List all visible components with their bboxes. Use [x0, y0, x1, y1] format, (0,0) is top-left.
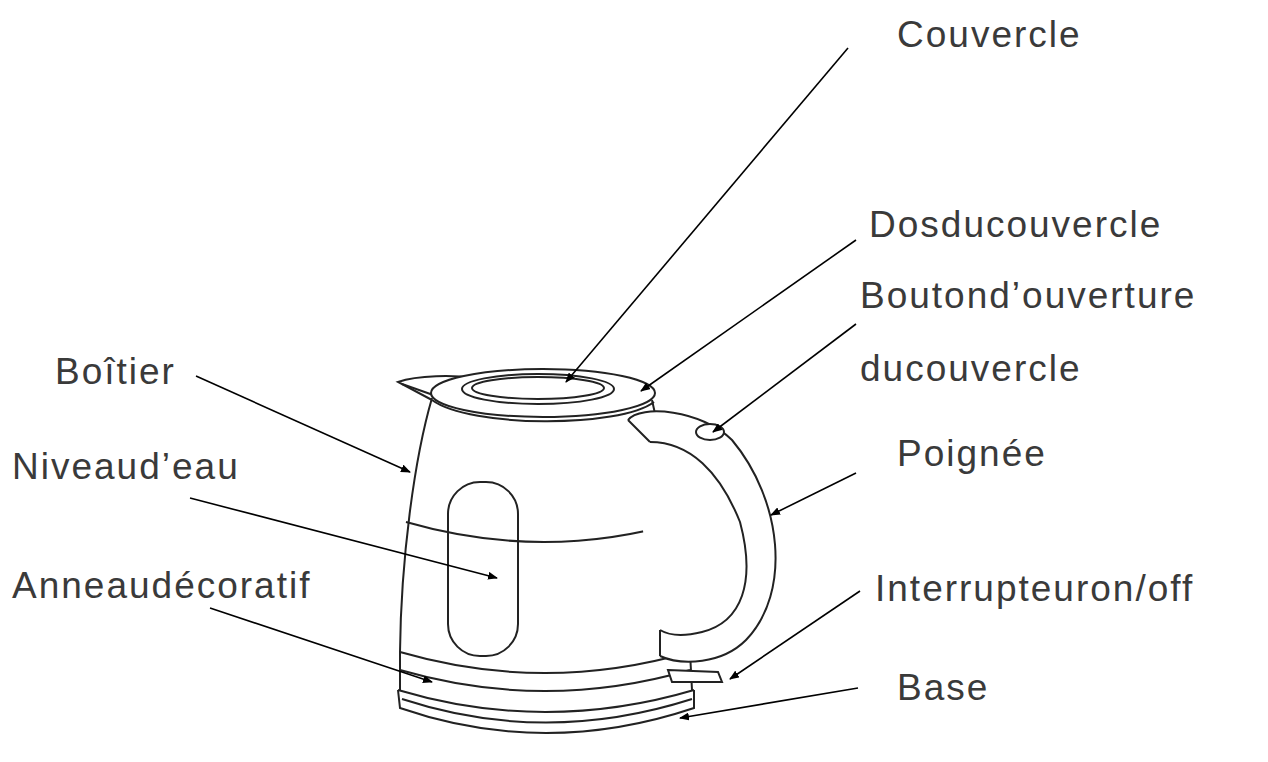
part-label: Couvercle [897, 0, 1082, 71]
water-window [448, 482, 518, 656]
leader-line [680, 688, 858, 718]
part-label: Anneaudécoratif [12, 550, 311, 622]
leader-line [771, 473, 856, 515]
base-top [398, 690, 694, 712]
lid-top [462, 374, 614, 404]
kettle-drawing [398, 369, 776, 733]
part-label: Niveaud’eau [12, 431, 240, 503]
leader-line [566, 48, 848, 382]
leader-line [641, 240, 856, 391]
handle-joins [628, 420, 660, 656]
lid-inner [472, 377, 604, 399]
lid-edge [432, 400, 654, 421]
part-label: Interrupteuron/off [875, 553, 1194, 625]
base-outline [398, 690, 694, 733]
handle-inner [650, 442, 746, 635]
ring-top [400, 652, 690, 673]
lid-rim [431, 369, 655, 417]
handle-outer [628, 411, 776, 661]
leader-lines [190, 48, 860, 718]
part-label: Dosducouvercle [869, 189, 1162, 261]
leader-line [210, 608, 432, 682]
leader-line [713, 324, 856, 432]
switch [668, 670, 722, 682]
part-label: Boîtier [55, 336, 176, 408]
leader-line [730, 591, 860, 679]
part-label: Poignée [897, 418, 1047, 490]
ring-sides [400, 652, 692, 690]
base-line [402, 699, 692, 723]
ring-bottom [400, 670, 690, 691]
part-label: Boutond’ouverture ducouvercle [860, 259, 1262, 405]
part-label: Base [897, 652, 989, 724]
